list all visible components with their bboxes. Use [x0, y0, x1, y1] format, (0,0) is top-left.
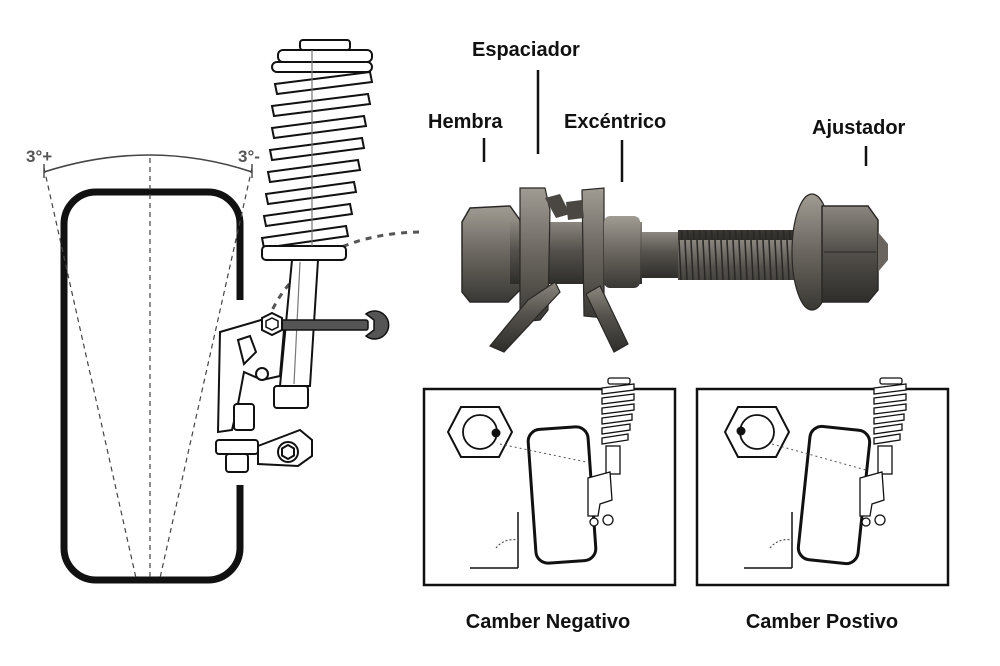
mini-strut-icon: [587, 377, 635, 527]
camber-positive-label: 3°+: [26, 147, 52, 166]
eccentric-position-dot: [491, 428, 501, 438]
mini-strut-icon: [859, 377, 907, 527]
camber-negative-label: 3°-: [238, 147, 260, 166]
camber-arc: [43, 154, 253, 173]
wheel-strut-illustration: 3°+ 3°-: [26, 39, 425, 584]
caption-camber-positive: Camber Postivo: [746, 611, 898, 633]
steering-knuckle: [215, 316, 313, 473]
caption-camber-negative: Camber Negativo: [466, 611, 631, 633]
camber-line-positive: [43, 167, 137, 579]
eccentric-position-dot: [736, 426, 746, 436]
camber-line-negative: [159, 167, 253, 579]
tire-outline: [60, 188, 244, 584]
label-excentrico: Excéntrico: [564, 111, 666, 133]
part-labels: Espaciador Hembra Excéntrico Ajustador: [428, 39, 906, 182]
hex-bolt-icon: [261, 311, 283, 337]
panel-camber-positive: [695, 377, 950, 587]
label-espaciador: Espaciador: [472, 39, 580, 61]
panel-camber-negative: [422, 377, 677, 587]
camber-bolt-photo: [461, 187, 888, 353]
label-ajustador: Ajustador: [812, 117, 906, 139]
label-hembra: Hembra: [428, 111, 503, 133]
coil-spring: [260, 39, 374, 261]
wrench-icon: [275, 310, 390, 340]
